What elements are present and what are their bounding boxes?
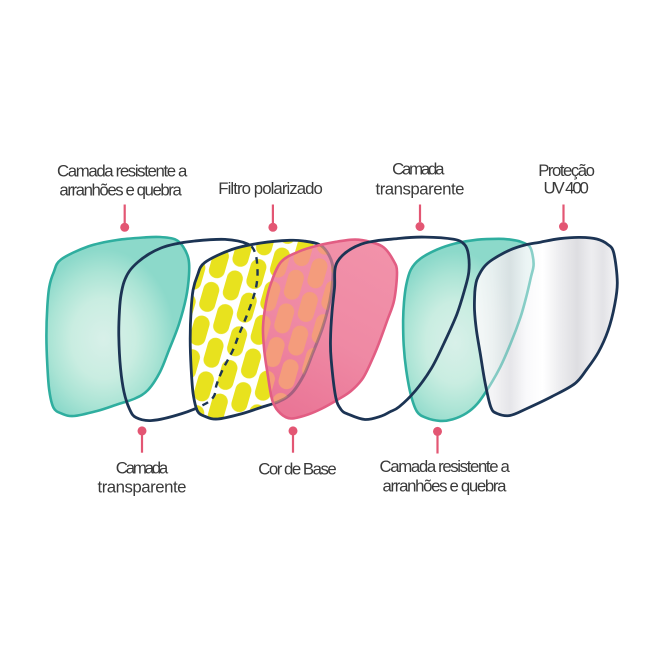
svg-text:transparente: transparente [376,179,465,198]
svg-text:arranhões e quebra: arranhões e quebra [59,180,182,199]
svg-text:Cor de Base: Cor de Base [258,460,336,479]
svg-text:arranhões e quebra: arranhões e quebra [383,476,508,495]
svg-text:Proteção: Proteção [538,161,595,180]
svg-text:Camada resistente a: Camada resistente a [380,457,511,476]
svg-text:transparente: transparente [98,478,187,497]
svg-text:Filtro polarizado: Filtro polarizado [218,179,323,198]
svg-text:UV 400: UV 400 [544,179,589,198]
svg-text:Camada: Camada [392,160,445,179]
svg-text:Camada resistente a: Camada resistente a [57,161,188,180]
svg-text:Camada: Camada [116,458,169,477]
